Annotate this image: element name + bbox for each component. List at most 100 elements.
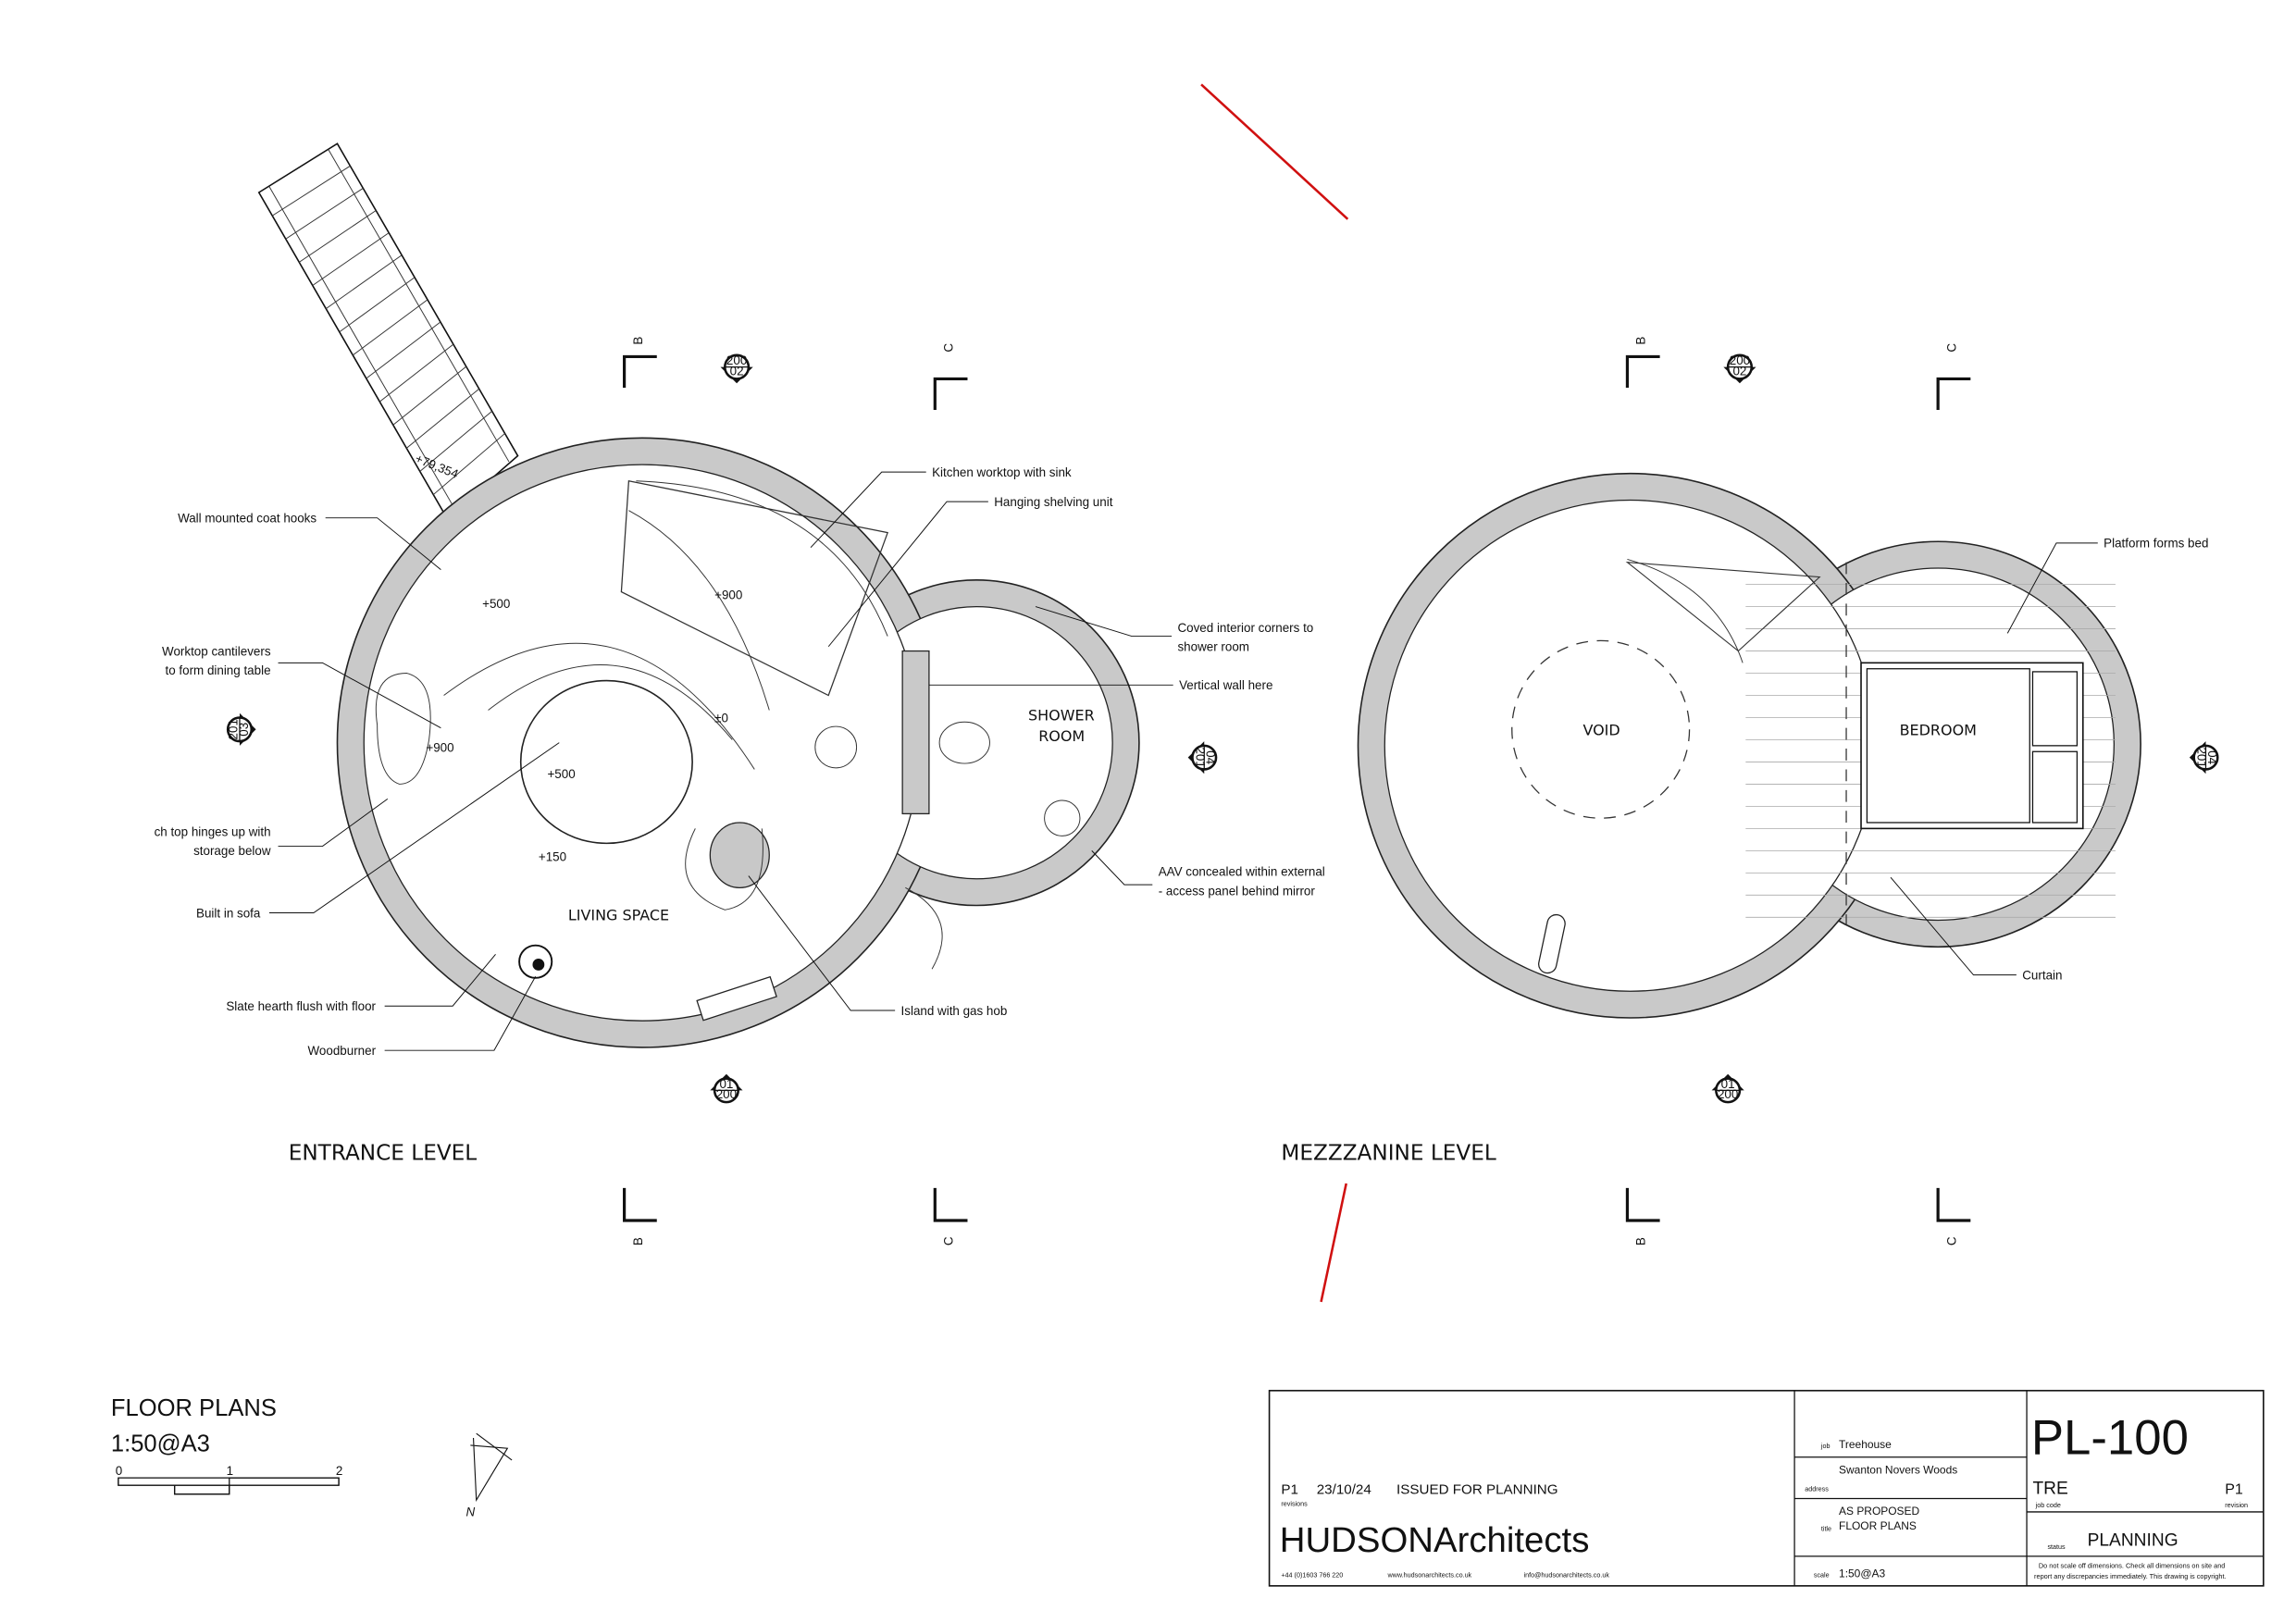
entrance-level-title: ENTRANCE LEVEL	[289, 1140, 478, 1165]
section-mark-c: C	[1936, 343, 1971, 410]
room-label-bedroom: BEDROOM	[1900, 722, 1977, 739]
annotation: Kitchen worktop with sink	[932, 465, 1072, 479]
section-marks: B C B C B C B C	[623, 337, 1971, 1245]
annotation: Platform forms bed	[2104, 537, 2208, 551]
annotation: Hanging shelving unit	[994, 495, 1112, 509]
mezzanine-level-title: MEZZZANINE LEVEL	[1281, 1140, 1496, 1165]
revision-description: ISSUED FOR PLANNING	[1396, 1482, 1558, 1498]
section-label: B	[631, 1237, 645, 1245]
field-label: title	[1821, 1525, 1831, 1533]
status: PLANNING	[2088, 1531, 2178, 1551]
scale-tick: 2	[336, 1464, 342, 1478]
stair-tread	[352, 299, 428, 356]
level-label: +150	[539, 850, 566, 864]
field-label: revision	[2225, 1501, 2248, 1509]
stair-tread	[432, 433, 505, 495]
annotation: Worktop cantilevers	[162, 644, 271, 658]
annotation: Coved interior corners to	[1177, 621, 1313, 635]
stair-tread	[271, 165, 351, 217]
title-block: P1 23/10/24 ISSUED FOR PLANNING revision…	[1268, 1390, 2265, 1587]
annotation: to form dining table	[166, 663, 271, 677]
section-mark-c: C	[933, 343, 968, 410]
annotations-right: Kitchen worktop with sink Hanging shelvi…	[748, 465, 1325, 1018]
section-label: C	[941, 1236, 955, 1245]
annotation: - access panel behind mirror	[1159, 884, 1316, 898]
section-label: C	[941, 343, 955, 353]
level-label: +500	[482, 597, 510, 611]
stair-tread	[419, 410, 492, 472]
red-markup-line	[1320, 1183, 1347, 1303]
svg-text:04: 04	[2205, 750, 2219, 764]
scale-tick: 1	[227, 1464, 233, 1478]
svg-text:201: 201	[2195, 747, 2209, 767]
sheet-scale: 1:50@A3	[111, 1431, 210, 1456]
annotation: Built in sofa	[196, 906, 261, 920]
revision-date: 23/10/24	[1317, 1482, 1371, 1498]
annotation: AAV concealed within external	[1159, 865, 1325, 879]
company-website: www.hudsonarchitects.co.uk	[1386, 1570, 1471, 1579]
disclaimer: Do not scale off dimensions. Check all d…	[2039, 1562, 2226, 1570]
room-label-shower: SHOWER	[1028, 707, 1095, 725]
stair-tread	[366, 321, 441, 379]
annotation: ch top hinges up with	[155, 824, 271, 838]
stair-tread	[405, 388, 480, 449]
drawing-number: PL-100	[2031, 1411, 2189, 1466]
mezzanine-level-plan: VOID BEDROOM Platform forms bed Curtain …	[1281, 472, 2208, 1165]
svg-text:01: 01	[719, 1077, 733, 1091]
revision: P1	[2225, 1482, 2243, 1498]
company-phone: +44 (0)1603 766 220	[1281, 1570, 1343, 1579]
section-label: B	[1634, 1237, 1648, 1245]
svg-text:02: 02	[730, 364, 744, 378]
section-label: C	[1944, 343, 1958, 353]
stair-tread	[392, 365, 467, 426]
revision-code: P1	[1281, 1482, 1298, 1498]
annotation: Vertical wall here	[1179, 678, 1272, 692]
section-mark-b: B	[623, 337, 657, 389]
section-label: B	[631, 337, 645, 345]
annotation: shower room	[1177, 640, 1249, 654]
field-label: job code	[2035, 1501, 2061, 1509]
stair-tread	[379, 343, 454, 403]
svg-text:200: 200	[1730, 353, 1750, 367]
scale-bar: 0 1 2	[116, 1464, 342, 1495]
job-code: TRE	[2032, 1480, 2067, 1499]
pillow	[2031, 750, 2079, 824]
drawing-title: AS PROPOSED	[1839, 1505, 1919, 1518]
annotation: Woodburner	[308, 1044, 377, 1058]
section-label: B	[1634, 337, 1648, 345]
svg-text:04: 04	[1204, 750, 1218, 764]
stair-tread	[339, 277, 416, 333]
section-mark-b: B	[1625, 337, 1660, 389]
field-label: status	[2047, 1542, 2066, 1551]
svg-text:03: 03	[237, 723, 251, 737]
svg-text:201: 201	[1193, 747, 1207, 767]
north-label: N	[466, 1505, 476, 1519]
scale-tick: 0	[116, 1464, 122, 1478]
svg-text:200: 200	[726, 353, 747, 367]
svg-text:201: 201	[227, 719, 241, 739]
section-mark-c: C	[933, 1187, 968, 1245]
sheet-title: FLOOR PLANS	[111, 1395, 277, 1421]
section-label: C	[1944, 1236, 1958, 1245]
annotations-left: Wall mounted coat hooks Worktop cantilev…	[155, 511, 560, 1058]
level-label: ±0	[714, 711, 728, 725]
svg-text:200: 200	[716, 1087, 737, 1101]
section-mark-b: B	[623, 1187, 657, 1245]
annotation: Island with gas hob	[901, 1004, 1008, 1018]
gas-hob-island	[709, 822, 770, 888]
external-stair: +79,354	[257, 142, 519, 519]
stair-tread	[312, 232, 390, 286]
stair-tread	[298, 210, 377, 263]
red-markup-line	[1200, 83, 1349, 220]
section-mark-b: B	[1625, 1187, 1660, 1245]
svg-text:01: 01	[1721, 1077, 1735, 1091]
stair-tread	[285, 188, 364, 240]
drawing-scale: 1:50@A3	[1839, 1567, 1885, 1580]
